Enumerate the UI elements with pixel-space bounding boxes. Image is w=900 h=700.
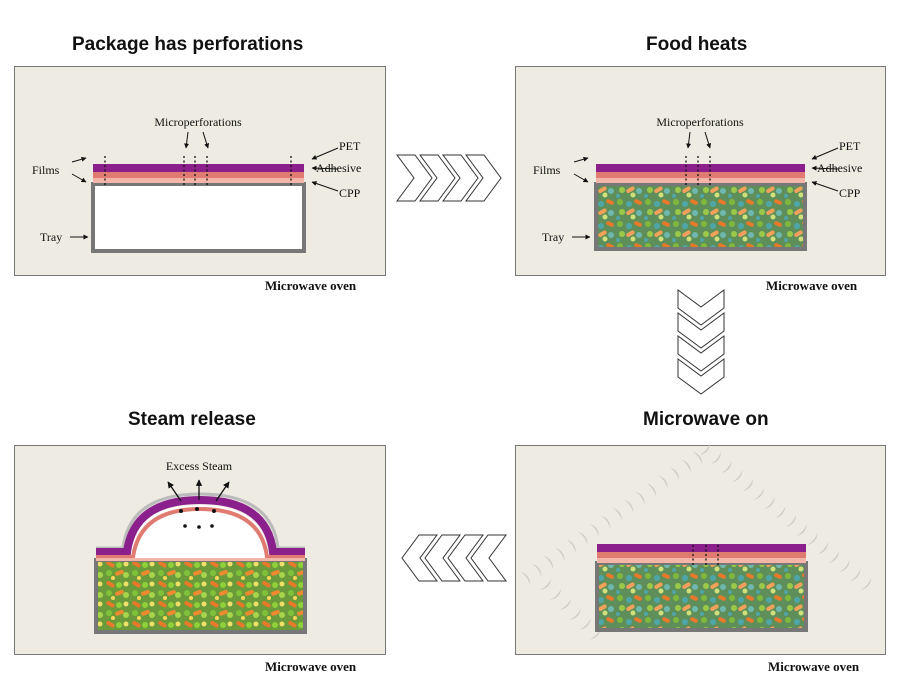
package-with-food xyxy=(594,156,807,251)
package-microwave-on xyxy=(595,544,808,632)
arrows-panel-2 xyxy=(572,131,839,240)
label-tray-2: Tray xyxy=(542,230,564,244)
caption-microwave-oven-1: Microwave oven xyxy=(265,278,357,293)
panel-title-microwave-on: Microwave on xyxy=(643,409,769,430)
chevron-arrow-right xyxy=(396,154,502,202)
arrows-panel-1 xyxy=(70,131,339,240)
label-films-2: Films xyxy=(533,163,561,177)
package-steam-release xyxy=(94,492,307,634)
label-films-1: Films xyxy=(32,163,60,177)
panel-title-perforations: Package has perforations xyxy=(72,34,304,55)
label-adhesive-1: Adhesive xyxy=(316,161,361,175)
package-empty xyxy=(91,156,306,253)
label-microperforations-1: Microperforations xyxy=(154,115,242,129)
label-adhesive-2: Adhesive xyxy=(817,161,862,175)
label-excess-steam: Excess Steam xyxy=(166,459,233,473)
caption-microwave-oven-4: Microwave oven xyxy=(768,659,860,674)
microwave-waves xyxy=(520,442,874,640)
label-tray-1: Tray xyxy=(40,230,62,244)
label-cpp-2: CPP xyxy=(839,186,861,200)
label-cpp-1: CPP xyxy=(339,186,361,200)
panel-title-food-heats: Food heats xyxy=(646,34,748,55)
caption-microwave-oven-2: Microwave oven xyxy=(766,278,858,293)
chevron-arrow-down xyxy=(677,289,725,395)
panel-title-steam-release: Steam release xyxy=(128,409,256,430)
chevron-arrow-left xyxy=(401,534,507,582)
label-pet-2: PET xyxy=(839,139,861,153)
label-pet-1: PET xyxy=(339,139,361,153)
caption-microwave-oven-3: Microwave oven xyxy=(265,659,357,674)
steam-arrows xyxy=(167,479,230,502)
label-microperforations-2: Microperforations xyxy=(656,115,744,129)
